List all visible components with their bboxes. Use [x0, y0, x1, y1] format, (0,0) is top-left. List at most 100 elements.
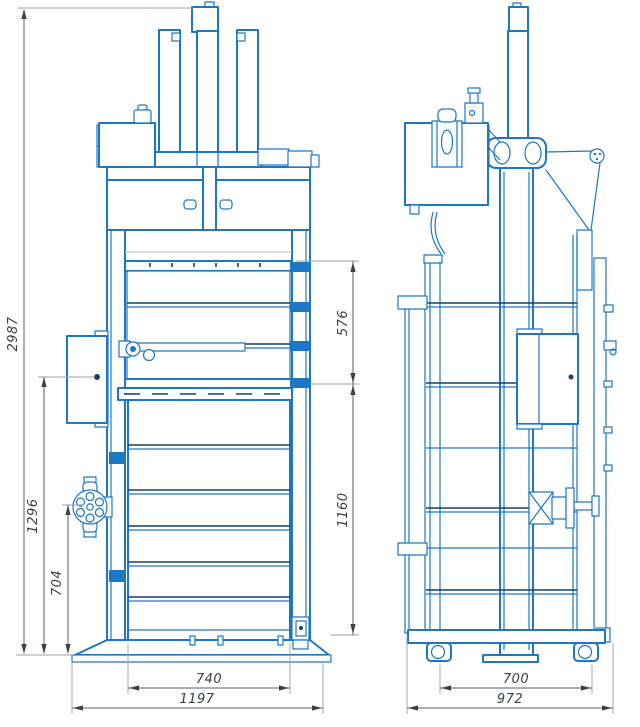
- side-view: [397, 2, 617, 663]
- dim-label-overall-depth: 972: [497, 692, 523, 707]
- handwheel-hub: [86, 503, 94, 511]
- head-bracket-hole-left: [493, 141, 511, 165]
- front-base: [71, 616, 332, 663]
- power-unit: [404, 87, 501, 255]
- side-panel-box: [66, 330, 109, 428]
- lower-door-panel: [127, 399, 291, 641]
- dim-label-upper-door-height: 576: [336, 310, 351, 336]
- head-bracket-hole-right: [524, 141, 542, 165]
- dimensions: 2987 1296 704 576: [6, 7, 614, 714]
- chamber-front-wall: [424, 257, 431, 634]
- dim-overall-height: 2987: [6, 7, 193, 656]
- oil-tank: [96, 104, 156, 168]
- mast-foot-plate: [482, 654, 539, 663]
- dim-chamber-width: 740: [127, 643, 291, 694]
- upper-door-hinge-4: [290, 378, 310, 388]
- winch-end-plate: [591, 495, 600, 517]
- upper-door-hinge-3: [290, 341, 310, 351]
- dim-side-panel-height: 1296: [26, 376, 95, 654]
- base-plate: [71, 654, 332, 663]
- winch-shaft: [573, 501, 595, 511]
- rear-rail-hook: [603, 340, 617, 351]
- power-unit-foot: [409, 204, 420, 215]
- ram-column: [202, 166, 217, 231]
- upper-door: [124, 260, 310, 389]
- winch-screw: [528, 487, 600, 529]
- head-right-panel: [215, 179, 311, 231]
- base-lock-pin: [299, 626, 303, 630]
- dim-label-overall-height: 2987: [6, 316, 21, 351]
- motor-cap: [437, 108, 457, 123]
- rear-chute: [576, 229, 593, 291]
- head-housing: [106, 148, 320, 231]
- dim-handwheel-height: 704: [50, 504, 84, 654]
- electrical-cabinet: [516, 328, 579, 430]
- head-bracket: [486, 137, 547, 169]
- dim-label-handwheel-height: 704: [50, 570, 65, 596]
- side-cylinder-cap: [508, 6, 529, 33]
- lower-door-hinge-2: [109, 570, 126, 582]
- dim-label-side-panel-height: 1296: [26, 498, 41, 533]
- right-cylinder-port: [236, 32, 246, 42]
- head-bracket-tab: [310, 154, 320, 168]
- lower-door: [109, 387, 293, 641]
- cabinet-door-knob: [568, 374, 574, 380]
- side-chamber: [397, 235, 578, 634]
- latch-hook: [142, 348, 156, 362]
- valve-cap: [467, 87, 481, 94]
- left-guide-cylinder: [158, 29, 181, 153]
- chamber-hinge-lug-bottom: [397, 542, 428, 556]
- side-cylinder-rod: [507, 30, 529, 139]
- cabinet-bottom-tab: [516, 423, 543, 430]
- center-cylinder-rod: [196, 30, 219, 153]
- motor-slot: [440, 129, 454, 155]
- dim-lower-door-height: 1160: [330, 384, 359, 636]
- pulley-bracket: [545, 148, 605, 291]
- center-cylinder-cap: [191, 6, 219, 33]
- head-bracket-outer: [287, 150, 313, 168]
- tank-body: [98, 122, 156, 168]
- hydraulic-hose: [430, 211, 442, 255]
- chamber-hinge-lug-top: [397, 295, 428, 310]
- upper-door-hinge-2: [290, 302, 310, 312]
- head-bracket-inner: [257, 148, 290, 166]
- dim-label-chamber-width: 740: [196, 672, 222, 687]
- door-latch-lever: [118, 340, 246, 362]
- left-foot-hole: [430, 644, 446, 660]
- right-guide-cylinder: [236, 29, 259, 153]
- side-panel: [66, 335, 108, 424]
- ejector-handwheel: [72, 476, 113, 538]
- side-cylinder: [507, 2, 529, 139]
- side-panel-reference-dot: [94, 374, 100, 380]
- lower-door-hinge-1: [109, 452, 126, 464]
- pulley-wheel: [589, 148, 605, 164]
- side-base-band: [407, 629, 606, 644]
- cabinet-body: [516, 333, 579, 425]
- valve-stem: [469, 91, 479, 104]
- filler-cap: [133, 109, 152, 124]
- latch-pivot-pin: [130, 346, 136, 352]
- chamber-wall-cap: [423, 254, 443, 264]
- chamber-front-edge: [404, 296, 410, 634]
- dim-upper-door-height: 576: [296, 260, 359, 385]
- rear-rail-channel: [593, 257, 607, 641]
- rear-rail: [593, 257, 617, 643]
- side-base: [407, 629, 606, 663]
- dim-base-width: 1197: [71, 663, 324, 714]
- winch-disc: [565, 487, 575, 529]
- dim-support-spacing: 700: [439, 665, 593, 694]
- dim-label-support-spacing: 700: [503, 672, 529, 687]
- dim-label-lower-door-height: 1160: [336, 492, 351, 527]
- upper-door-panel: [126, 270, 291, 380]
- upper-door-hinge-1: [290, 262, 310, 272]
- left-cylinder-port: [171, 32, 181, 42]
- frame-columns: [106, 229, 311, 641]
- right-foot-hole: [577, 644, 593, 660]
- dim-overall-depth: 972: [406, 636, 614, 714]
- crosshead-beam: [153, 151, 263, 168]
- front-view: [66, 1, 332, 663]
- right-frame-column: [291, 229, 311, 641]
- winch-body: [551, 496, 567, 520]
